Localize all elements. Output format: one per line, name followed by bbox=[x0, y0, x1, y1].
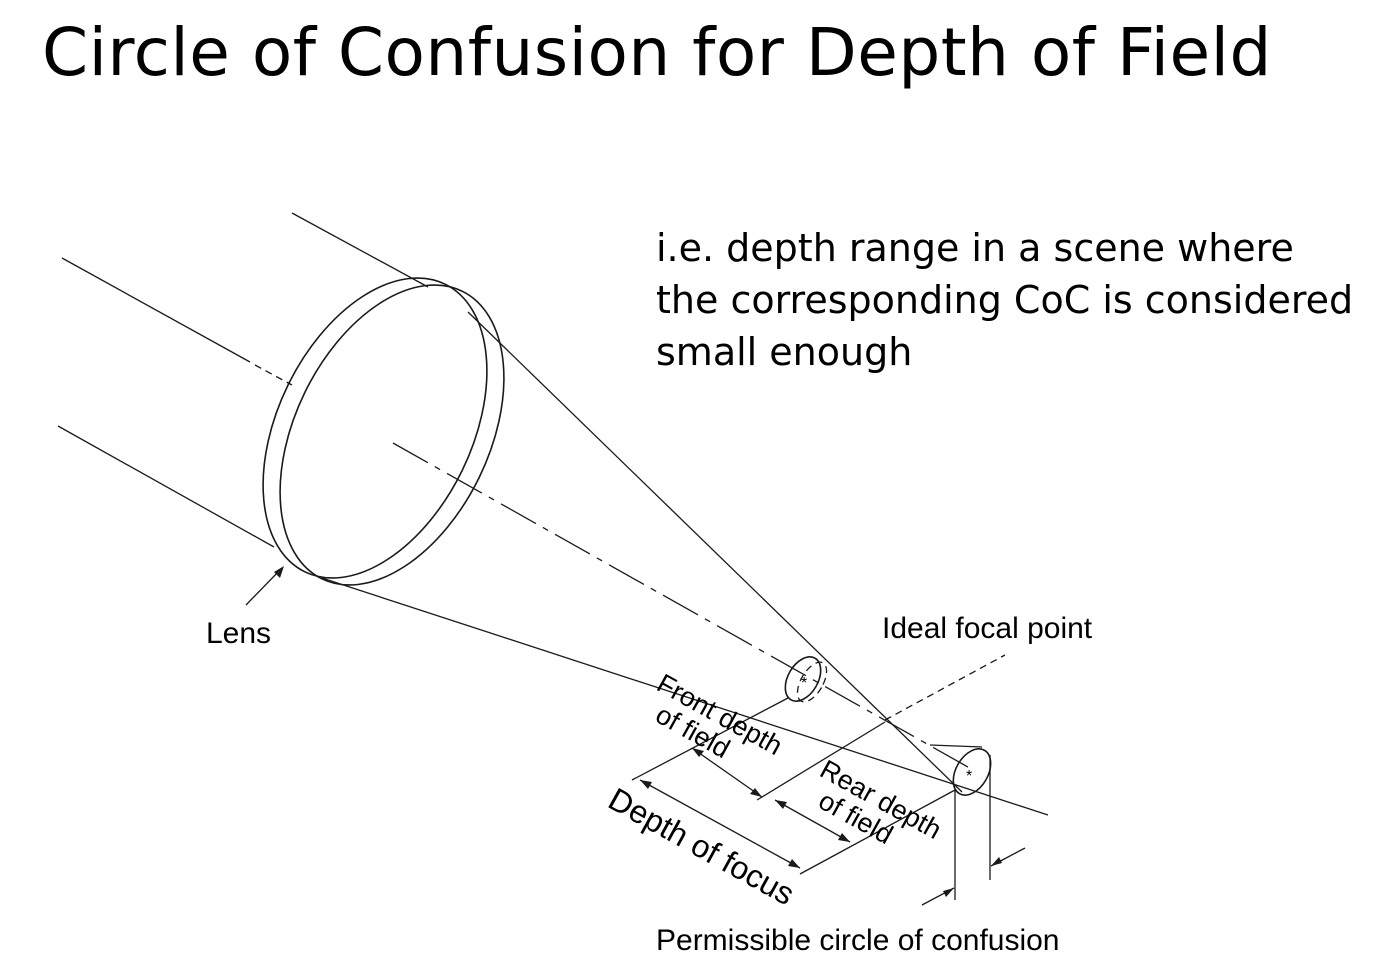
explanation-text: i.e. depth range in a scene where the co… bbox=[656, 222, 1386, 378]
incoming-rays bbox=[57, 212, 429, 548]
dimension-arrows bbox=[639, 747, 851, 869]
depth-of-focus-label-text: Depth of focus bbox=[603, 781, 801, 913]
front-coc-hidden-edge bbox=[796, 661, 828, 703]
coc-arrowhead-left bbox=[943, 888, 954, 897]
ext-front-limit bbox=[631, 697, 789, 781]
front-depth-arrowhead-b bbox=[750, 788, 762, 797]
incoming-ray-bottom bbox=[57, 425, 275, 548]
converging-ray-bottom bbox=[321, 577, 1049, 816]
extension-lines bbox=[631, 697, 956, 875]
front-depth-label: Front depth of field bbox=[651, 668, 788, 764]
depth-of-focus-arrow bbox=[639, 779, 801, 869]
front-depth-arrowhead-a bbox=[692, 748, 704, 757]
depth-of-focus-arrowhead-a bbox=[640, 780, 652, 789]
coc-arrowhead-right bbox=[991, 857, 1002, 866]
lens-label: Lens bbox=[206, 617, 271, 650]
rear-depth-label: Rear depth of field bbox=[814, 754, 947, 850]
slide-title: Circle of Confusion for Depth of Field bbox=[42, 14, 1272, 91]
converging-ray-top bbox=[467, 311, 963, 793]
lens bbox=[262, 277, 505, 586]
lens-leader-arrowhead bbox=[274, 566, 284, 578]
lens-front-face bbox=[279, 284, 505, 586]
optical-axis bbox=[392, 442, 976, 772]
rear-coc-center-mark: * bbox=[966, 768, 972, 785]
ext-focal-plane bbox=[756, 721, 886, 801]
front-coc-center-mark: * bbox=[801, 675, 807, 692]
rear-coc-ellipse bbox=[952, 748, 992, 796]
incoming-ray-top bbox=[291, 212, 429, 288]
coc-dimension bbox=[921, 755, 1026, 906]
rear-depth-arrow bbox=[774, 799, 851, 843]
converging-rays bbox=[321, 311, 1049, 816]
lens-back-face bbox=[262, 277, 488, 579]
explanation-line-2: the corresponding CoC is considered bbox=[656, 278, 1354, 322]
front-coc-disc: * bbox=[784, 656, 828, 703]
rear-coc-disc: * bbox=[929, 744, 992, 796]
explanation-line-3: small enough bbox=[656, 330, 913, 374]
ext-rear-limit bbox=[799, 789, 956, 875]
focal-point-leader bbox=[884, 654, 1006, 721]
explanation-line-1: i.e. depth range in a scene where bbox=[656, 226, 1294, 270]
rear-coc-top-tangent bbox=[929, 744, 983, 748]
incoming-ray-mid-hidden bbox=[254, 364, 293, 386]
depth-of-focus-label: Depth of focus bbox=[603, 781, 801, 913]
lens-leader bbox=[245, 566, 284, 606]
rear-depth-arrowhead-a bbox=[775, 800, 787, 809]
permissible-coc-label: Permissible circle of confusion bbox=[656, 924, 1060, 957]
front-depth-arrow bbox=[691, 747, 763, 798]
ideal-focal-point-label: Ideal focal point bbox=[882, 612, 1093, 645]
lens-leader-line bbox=[245, 569, 281, 606]
incoming-ray-mid bbox=[61, 257, 251, 363]
depth-of-focus-arrowhead-b bbox=[788, 859, 800, 868]
front-coc-ellipse bbox=[784, 656, 822, 702]
rear-depth-arrowhead-b bbox=[838, 833, 850, 842]
